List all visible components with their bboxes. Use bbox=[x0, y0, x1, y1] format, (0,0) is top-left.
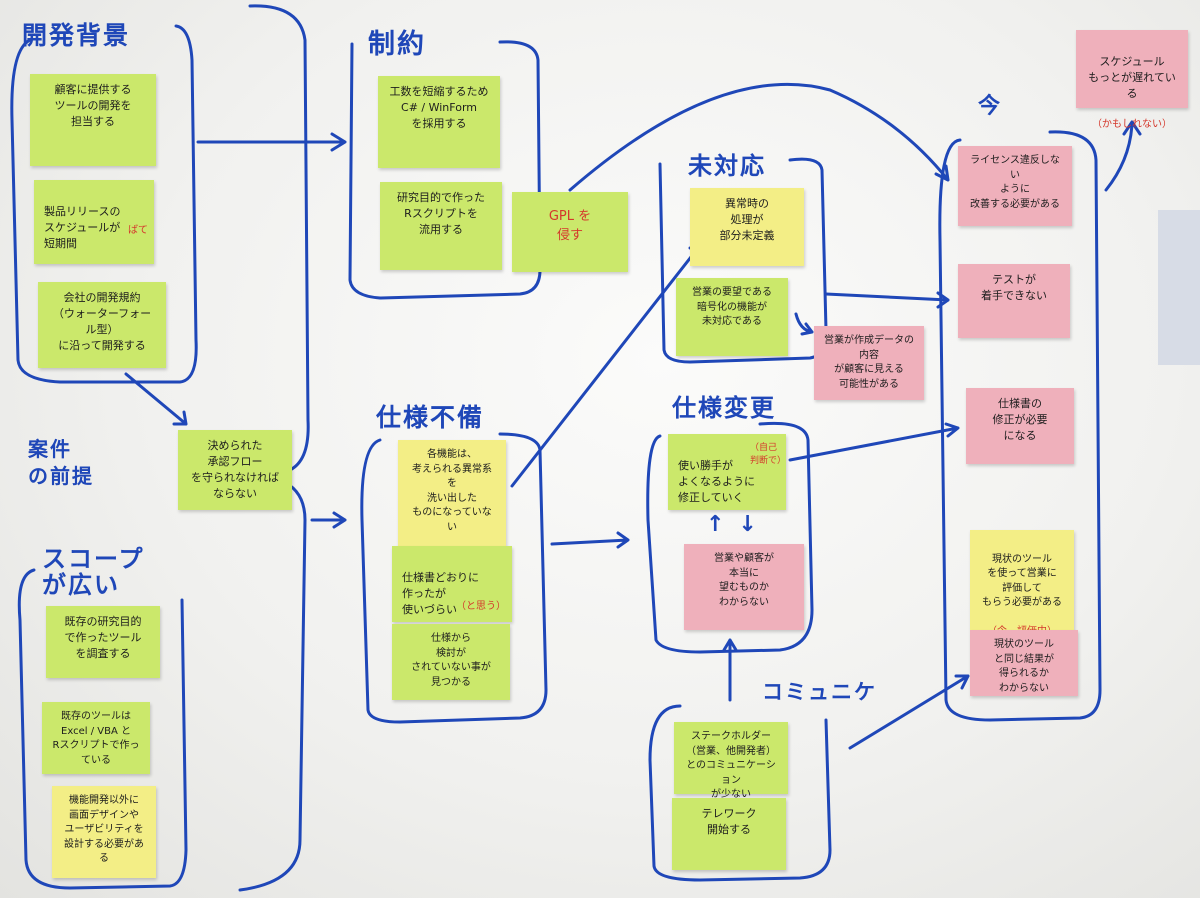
arrow-background-to-constraint bbox=[196, 132, 347, 152]
arrow-change-to-now bbox=[788, 422, 960, 462]
arrow-comm-to-change bbox=[722, 638, 738, 702]
note-scope-1: 既存の研究目的 で作ったツール を調査する bbox=[46, 606, 160, 678]
note-spec-gap-2: 仕様書どおりに 作ったが 使いづらい （と思う） bbox=[392, 546, 512, 622]
mutual-arrows-icon: ↑↓ bbox=[706, 512, 771, 537]
note-scope-2: 既存のツールは Excel / VBA と Rスクリプトで作っている bbox=[42, 702, 150, 774]
note-schedule-text: スケジュール もっとが遅れている bbox=[1088, 54, 1176, 100]
note-background-3: 会社の開発規約 （ウォーターフォール型） に沿って開発する bbox=[38, 282, 166, 368]
arrow-specgap-to-change bbox=[550, 531, 630, 549]
note-spec-change-1-tag: （自己判断で） bbox=[750, 443, 787, 467]
note-now-1: ライセンス違反しない ように 改善する必要がある bbox=[958, 146, 1072, 226]
heading-communication: コミュニケ bbox=[762, 680, 877, 704]
heading-spec-change: 仕様変更 bbox=[672, 394, 776, 422]
note-schedule: スケジュール もっとが遅れている （かもしれない） bbox=[1076, 30, 1188, 130]
arrow-background-to-premise bbox=[124, 372, 188, 426]
note-background-2: 製品リリースの スケジュールが 短期間 ばて bbox=[34, 180, 154, 264]
heading-unsupported: 未対応 bbox=[688, 152, 766, 180]
note-spec-gap-1: 各機能は、 考えられる異常系を 洗い出した ものになっていない bbox=[398, 440, 506, 546]
arrow-unsupported-to-risk bbox=[794, 312, 814, 336]
note-gpl: GPL を 侵す bbox=[512, 192, 628, 272]
heading-background: 開発背景 bbox=[22, 21, 131, 50]
note-scope-3: 機能開発以外に 画面デザインや ユーザビリティを 設計する必要がある bbox=[52, 786, 156, 878]
heading-scope: スコープ が広い bbox=[42, 545, 145, 600]
note-unsupported-1: 異常時の 処理が 部分未定義 bbox=[690, 188, 804, 266]
note-communication-1: ステークホルダー （営業、他開発者） とのコミュニケーション が少ない bbox=[674, 722, 788, 800]
note-spec-change-1: 使い勝手が よくなるように 修正していく （自己判断で） bbox=[668, 434, 786, 510]
note-now-2: テストが 着手できない bbox=[958, 264, 1070, 338]
arrow-premise-to-specgap bbox=[310, 511, 347, 529]
note-spec-gap-2-text: 仕様書どおりに 作ったが 使いづらい bbox=[402, 570, 479, 616]
heading-premise: 案件 の前提 bbox=[28, 437, 94, 488]
note-visibility-risk: 営業が作成データの内容 が顧客に見える 可能性がある bbox=[814, 326, 924, 400]
note-unsupported-2: 営業の要望である 暗号化の機能が 未対応である bbox=[676, 278, 788, 356]
note-now-4-text: 現状のツール を使って営業に 評価して もらう必要がある bbox=[982, 553, 1062, 609]
heading-constraint: 制約 bbox=[368, 29, 426, 60]
note-schedule-tag: （かもしれない） bbox=[1092, 118, 1172, 130]
heading-now: 今 bbox=[978, 94, 1003, 119]
note-now-3: 仕様書の 修正が必要 になる bbox=[966, 388, 1074, 464]
note-now-5: 現状のツール と同じ結果が 得られるか わからない bbox=[970, 630, 1078, 696]
note-approval-flow: 決められた 承認フロー を守られなければ ならない bbox=[178, 430, 292, 510]
note-spec-change-2: 営業や顧客が 本当に 望むものか わからない bbox=[684, 544, 804, 630]
note-spec-gap-3: 仕様から 検討が されていない事が 見つかる bbox=[392, 624, 510, 700]
note-constraint-2: 研究目的で作った Rスクリプトを 流用する bbox=[380, 182, 502, 270]
wall-edge bbox=[1158, 210, 1200, 365]
arrow-unsupported-to-now bbox=[824, 291, 950, 309]
note-now-4: 現状のツール を使って営業に 評価して もらう必要がある （今、評価中） bbox=[970, 530, 1074, 637]
note-constraint-1: 工数を短縮するため C# / WinForm を採用する bbox=[378, 76, 500, 168]
note-communication-2: テレワーク 開始する bbox=[672, 798, 786, 870]
note-spec-change-1-text: 使い勝手が よくなるように 修正していく bbox=[678, 458, 755, 504]
note-background-2-text: 製品リリースの スケジュールが 短期間 bbox=[44, 204, 121, 250]
heading-spec-gap: 仕様不備 bbox=[376, 403, 485, 432]
note-spec-gap-2-tag: （と思う） bbox=[456, 600, 506, 612]
note-background-2-tag: ばて bbox=[128, 224, 148, 236]
note-background-1: 顧客に提供する ツールの開発を 担当する bbox=[30, 74, 156, 166]
